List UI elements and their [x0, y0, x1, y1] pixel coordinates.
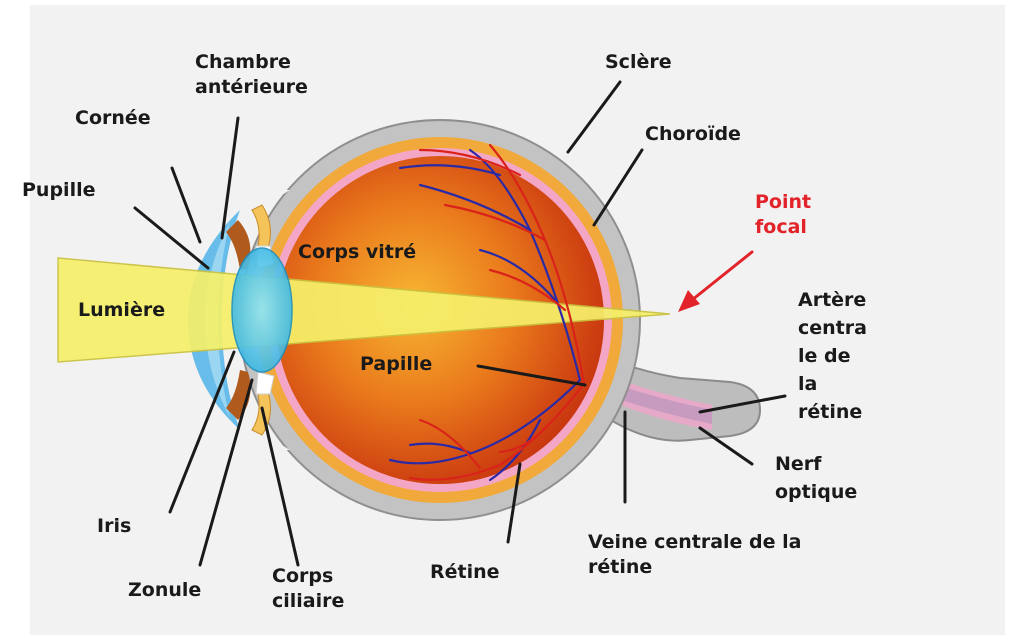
label-lumiere: Lumière — [78, 299, 165, 321]
label-papille: Papille — [360, 353, 432, 375]
label-retine: Rétine — [430, 561, 500, 583]
label-sclere: Sclère — [605, 51, 672, 73]
label-pupille: Pupille — [22, 179, 95, 201]
label-choroide: Choroïde — [645, 123, 741, 145]
label-zonule: Zonule — [128, 579, 201, 601]
label-cornee: Cornée — [75, 107, 151, 129]
lens — [232, 248, 292, 372]
label-iris: Iris — [97, 515, 131, 537]
label-corps-vitre: Corps vitré — [298, 241, 416, 263]
